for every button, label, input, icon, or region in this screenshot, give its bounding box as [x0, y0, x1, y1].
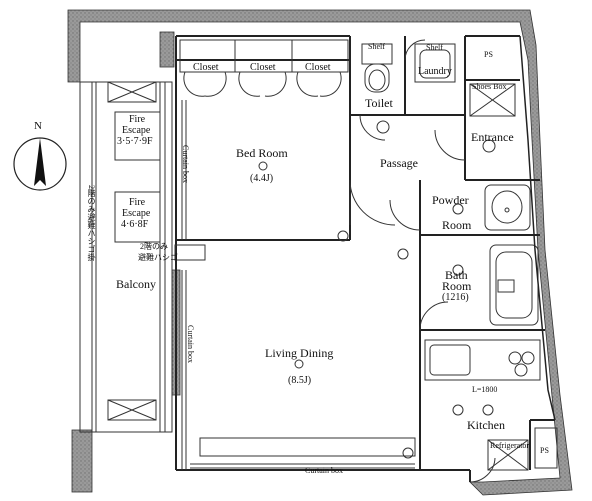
- shelf-toilet-label: Shelf: [368, 42, 385, 51]
- living-dining-label: Living Dining: [265, 346, 334, 360]
- fire-escape-a-line-1: Fire: [129, 114, 146, 125]
- fire-escape-b-line-2: Escape: [122, 208, 151, 219]
- closet-1-label: Closet: [193, 62, 219, 73]
- light-fixtures: [258, 120, 496, 459]
- balcony-area: [79, 81, 173, 433]
- powder-room-fixtures: [484, 184, 531, 231]
- powder-room-label-1: Powder: [432, 193, 469, 207]
- ladder-note-line-1: 2階のみ: [140, 242, 168, 251]
- ps-bottom-label: PS: [540, 446, 549, 455]
- compass-north-label: N: [34, 120, 42, 132]
- ps-top-label: PS: [484, 50, 493, 59]
- toilet-label: Toilet: [365, 96, 393, 110]
- closet-strip: [179, 39, 349, 97]
- window-frames: [174, 100, 416, 470]
- bed-room-label: Bed Room: [236, 146, 288, 160]
- fire-escape-b-line-3: 4·6·8F: [121, 219, 149, 230]
- passage-label: Passage: [380, 156, 418, 170]
- laundry-label: Laundry: [418, 66, 452, 77]
- closet-2-label: Closet: [250, 62, 276, 73]
- powder-room-label-2: Room: [442, 218, 472, 232]
- bath-fixtures: [489, 244, 539, 326]
- bed-room-size: (4.4J): [250, 173, 274, 184]
- bath-room-label-2: Room: [442, 279, 472, 293]
- fire-escape-a-line-2: Escape: [122, 125, 151, 136]
- living-dining-size: (8.5J): [288, 375, 312, 386]
- interior-walls: [175, 35, 555, 482]
- north-compass: [13, 137, 67, 191]
- toilet-fixtures: [361, 43, 516, 117]
- closet-3-label: Closet: [305, 62, 331, 73]
- shoes-box-label: Shoes Box: [472, 82, 507, 91]
- ladder-vertical-note: 2階のみ避難ハシゴ掛: [87, 185, 96, 261]
- fire-escape-a-line-3: 3·5·7·9F: [117, 136, 153, 147]
- ladder-note-line-2: 避難ハシゴ: [138, 253, 178, 262]
- kitchen-label: Kitchen: [467, 418, 505, 432]
- exterior-edge: [519, 35, 556, 421]
- curtain-box-bed-label: Curtain box: [181, 145, 190, 183]
- refrigerator-label: Refrigerator: [490, 441, 530, 450]
- kitchen-fixtures: [424, 339, 558, 471]
- bath-room-label-1: Bath: [445, 268, 468, 282]
- balcony-label: Balcony: [116, 277, 156, 291]
- kitchen-length-label: L=1800: [472, 385, 498, 394]
- fire-escape-b-line-1: Fire: [129, 197, 146, 208]
- shelf-laundry-label: Shelf: [426, 43, 443, 52]
- curtain-box-bottom-label: Curtain box: [305, 466, 343, 475]
- door-swings: [349, 39, 496, 483]
- entrance-label: Entrance: [471, 130, 514, 144]
- curtain-box-living-label: Curtain box: [186, 325, 195, 363]
- bath-room-size: (1216): [442, 292, 469, 303]
